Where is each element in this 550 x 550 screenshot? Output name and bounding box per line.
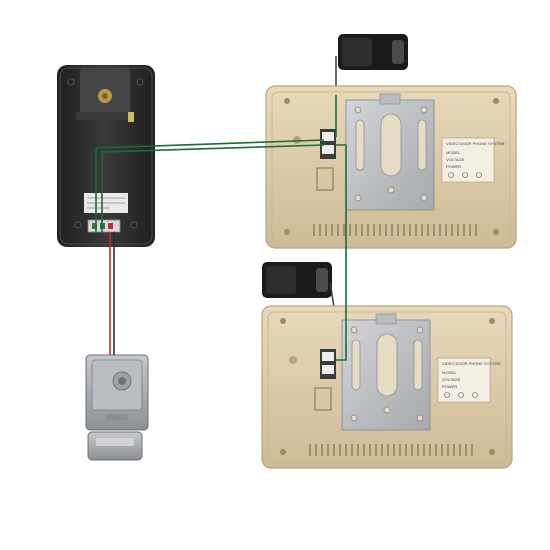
- indoor-monitor-top: VIDEO DOOR PHONE SYSTEM MODEL VOLTAGE PO…: [265, 85, 517, 249]
- rating-label-line: POWER: [442, 384, 457, 389]
- red-lock-wire: [109, 232, 115, 355]
- power-adapter-bottom: [262, 262, 337, 321]
- rating-label-line: VOLTAGE: [446, 157, 465, 162]
- rating-label-bottom: [437, 357, 491, 403]
- rating-label-title: VIDEO DOOR PHONE SYSTEM: [446, 141, 504, 146]
- rating-label-line: POWER: [446, 164, 461, 169]
- rating-label-line: VOLTAGE: [442, 377, 461, 382]
- electric-lock: [85, 354, 149, 461]
- wall-bracket-bottom: [341, 313, 431, 431]
- power-adapter-top: [335, 34, 408, 95]
- wall-bracket-top: [345, 93, 435, 211]
- green-signal-wire: [95, 95, 347, 361]
- rating-label-title: VIDEO DOOR PHONE SYSTEM: [442, 361, 500, 366]
- indoor-monitor-bottom: VIDEO DOOR PHONE SYSTEM MODEL VOLTAGE PO…: [261, 305, 513, 469]
- door-camera-unit: [57, 65, 155, 247]
- rating-label-line: MODEL: [442, 370, 457, 375]
- rating-label-line: MODEL: [446, 150, 461, 155]
- rating-label-top: [441, 137, 495, 183]
